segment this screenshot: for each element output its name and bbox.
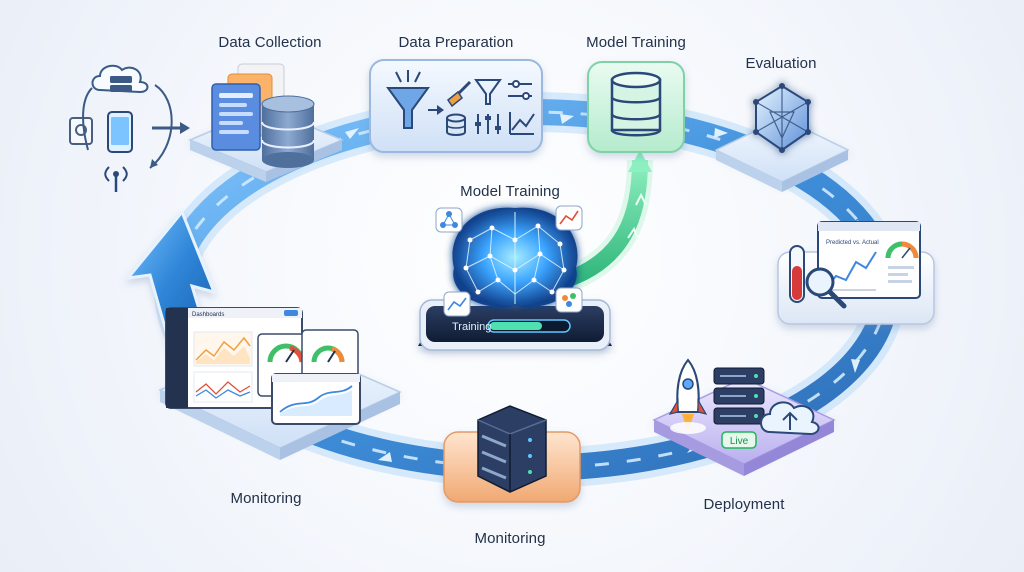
live-badge-label: Live bbox=[730, 436, 749, 447]
live-badge: Live bbox=[721, 431, 757, 449]
server-icon bbox=[477, 405, 547, 493]
deployment-label: Deployment bbox=[703, 496, 785, 513]
line-chart-icon bbox=[271, 373, 361, 425]
training-feedback-arrow bbox=[555, 150, 653, 295]
model-training-center-stage: Training bbox=[418, 205, 612, 351]
line-chart-icon bbox=[443, 205, 583, 317]
documents-icon bbox=[211, 63, 285, 151]
trend-icon bbox=[509, 112, 535, 135]
evaluation-label: Evaluation bbox=[745, 55, 817, 72]
data-collection-stage bbox=[69, 63, 344, 192]
filter-icon bbox=[474, 79, 502, 105]
cloud-server-icon bbox=[91, 64, 149, 94]
predicted-actual-label: Predicted vs. Actual bbox=[826, 240, 879, 246]
brush-icon bbox=[446, 80, 472, 108]
antenna-icon bbox=[104, 166, 128, 192]
training-status-label: Training bbox=[452, 321, 491, 333]
data-preparation-stage bbox=[369, 59, 543, 153]
evaluation-dashboard: Predicted vs. Actual bbox=[777, 221, 935, 325]
database-icon bbox=[446, 113, 466, 136]
sliders-icon bbox=[475, 80, 532, 134]
monitoring-bottom-stage bbox=[443, 405, 581, 503]
model-training-center-label: Model Training bbox=[460, 183, 560, 200]
deployment-stage: Live bbox=[652, 358, 836, 476]
training-progress-fill bbox=[490, 322, 542, 330]
test-tube-icon bbox=[789, 245, 805, 303]
gauge-icon bbox=[885, 241, 919, 259]
data-collection-label: Data Collection bbox=[218, 34, 322, 51]
model-training-top-label: Model Training bbox=[586, 34, 686, 51]
evaluation-stage bbox=[714, 83, 850, 192]
collection-cycle-arrow bbox=[149, 84, 173, 169]
brain-network-icon bbox=[452, 207, 578, 308]
crystal-icon bbox=[753, 83, 811, 153]
smartphone-icon bbox=[107, 111, 133, 153]
rocket-icon bbox=[668, 358, 708, 434]
cloud-upload-icon bbox=[760, 401, 820, 436]
monitoring-left-label: Monitoring bbox=[230, 490, 302, 507]
node-graph-icon bbox=[435, 207, 463, 233]
dashboard-title: Dashboards bbox=[192, 312, 224, 318]
funnel-icon bbox=[386, 70, 430, 129]
monitoring-left-stage: Dashboards bbox=[158, 307, 402, 460]
data-preparation-label: Data Preparation bbox=[398, 34, 514, 51]
gauge-icon bbox=[301, 329, 359, 381]
sensor-icon bbox=[69, 117, 93, 145]
server-icon bbox=[713, 367, 765, 425]
database-icon bbox=[261, 95, 315, 168]
monitoring-bottom-label: Monitoring bbox=[474, 530, 546, 547]
model-training-top-stage bbox=[587, 61, 685, 153]
magnifier-icon bbox=[805, 267, 847, 309]
database-icon bbox=[610, 71, 662, 137]
